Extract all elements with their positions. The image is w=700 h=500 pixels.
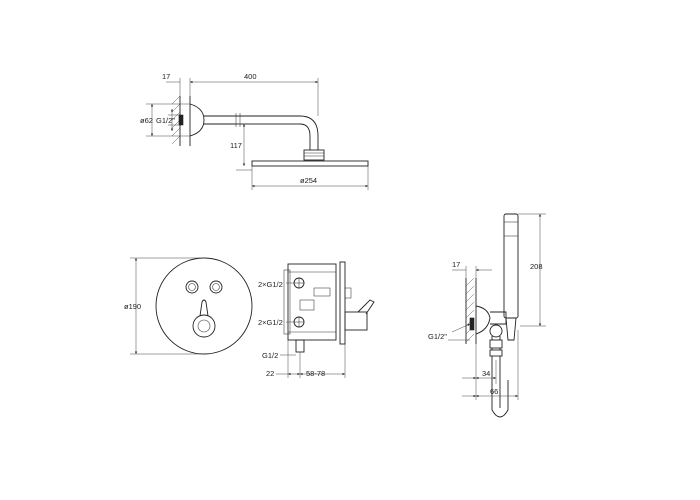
side-cover-plate	[339, 261, 346, 345]
shower-arm-view: 17 400 ø62 G1/2" 117 ø254	[140, 72, 369, 190]
button-left	[185, 280, 199, 294]
dim-arm-length: 400	[244, 72, 257, 81]
dim-plate-diameter: ø190	[124, 302, 141, 311]
hose	[491, 336, 509, 418]
knob-lever	[199, 299, 209, 317]
wall-section-right	[465, 277, 477, 344]
dim-port-top: 2×G1/2	[258, 280, 283, 289]
dim-outlet: G1/2	[262, 351, 278, 360]
button-right	[209, 280, 223, 294]
dim-drop-height: 117	[230, 141, 242, 150]
outlet-bottom	[295, 339, 305, 353]
dim-head-diameter: ø254	[300, 176, 317, 185]
dim-port-bottom: 2×G1/2	[258, 318, 283, 327]
hand-shower-view: 17 208 G1/2" 34 66	[428, 213, 546, 418]
dim-flange-diameter: ø62	[140, 116, 153, 125]
thread-inlet	[178, 114, 184, 126]
temperature-knob	[192, 314, 216, 338]
shower-head	[251, 160, 369, 167]
ball-joint	[303, 149, 325, 161]
cover-plate	[155, 257, 253, 355]
holder-bracket	[475, 305, 491, 335]
mixer-side-view: 2×G1/2 2×G1/2 G1/2 22 58-78	[258, 261, 375, 378]
arm-flange	[189, 103, 205, 137]
dim-hand-shower-height: 208	[530, 262, 543, 271]
handset	[503, 213, 519, 319]
shower-arm-pipe	[204, 115, 319, 150]
mixer-front-view: ø190	[124, 257, 253, 355]
dim-depth-body: 58-78	[306, 369, 325, 378]
wall-outlet-thread	[469, 317, 475, 331]
dim-total-offset: 66	[490, 387, 498, 396]
valve-body	[287, 263, 337, 341]
dim-depth-plate: 22	[266, 369, 274, 378]
dim-holder-offset: 34	[482, 369, 490, 378]
dim-thread-top: G1/2"	[156, 116, 175, 125]
dim-wall-thickness-right: 17	[452, 260, 460, 269]
dim-thread-right: G1/2"	[428, 332, 447, 341]
dim-wall-thickness-top: 17	[162, 72, 170, 81]
side-knob	[344, 311, 368, 331]
